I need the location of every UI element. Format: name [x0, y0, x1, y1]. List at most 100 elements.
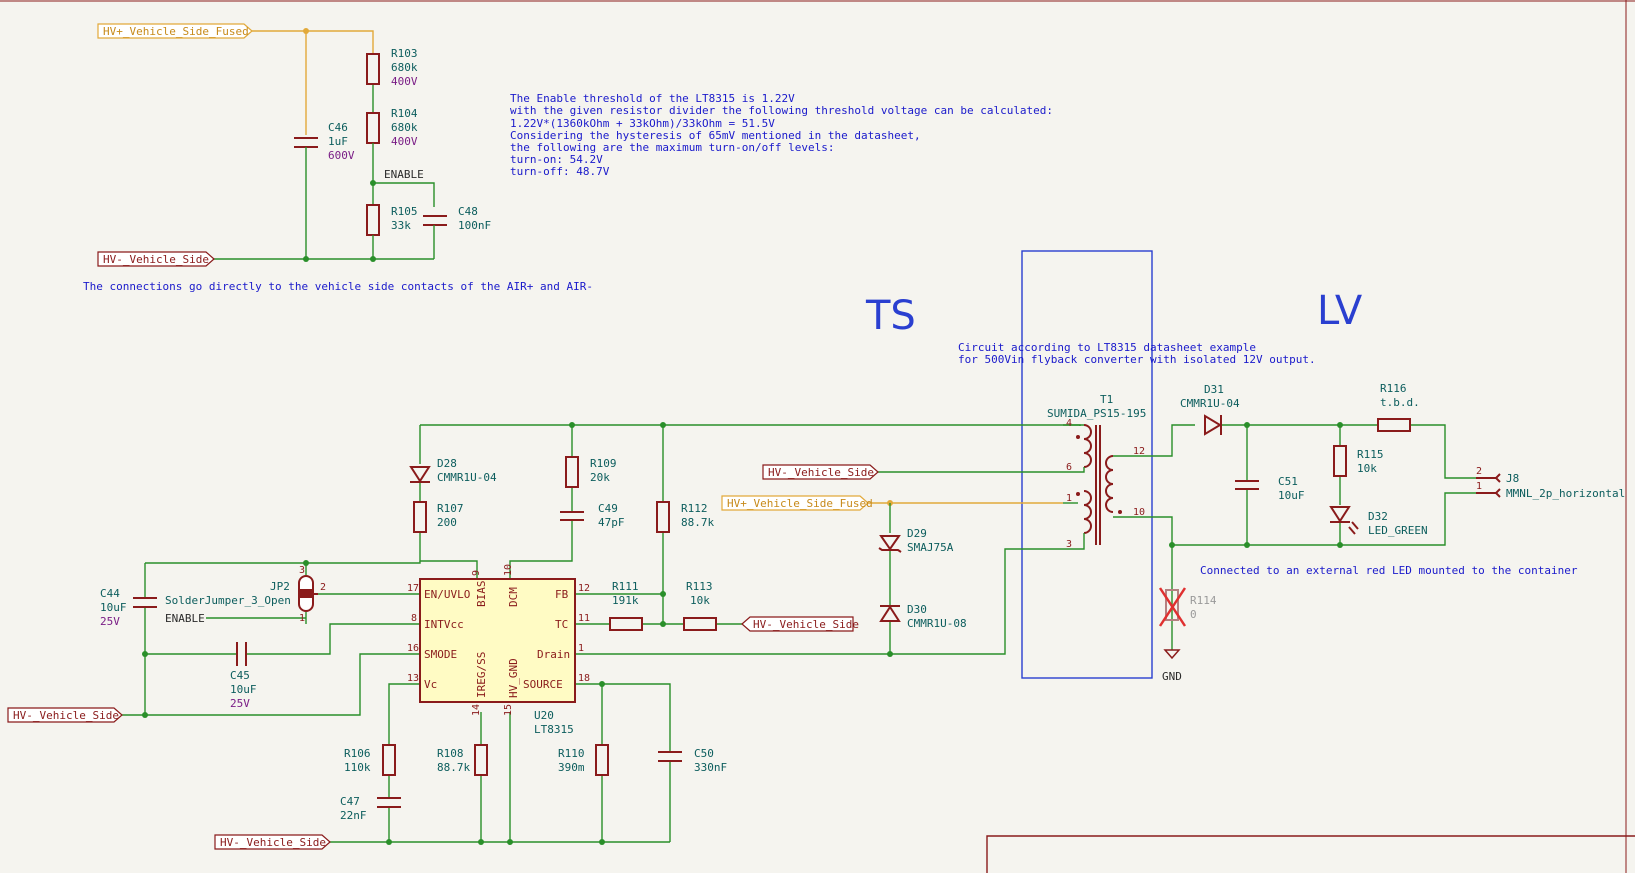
ref-R103: R103: [391, 47, 418, 60]
resistor-R103[interactable]: [366, 53, 380, 85]
svg-text:with the given resistor divide: with the given resistor divider the foll…: [510, 104, 1053, 117]
value-R113: 10k: [690, 594, 710, 607]
svg-text:HV-_Vehicle_Side: HV-_Vehicle_Side: [103, 253, 209, 266]
label-hv-minus-left[interactable]: HV-_Vehicle_Side: [7, 707, 123, 723]
title-block: [986, 835, 1635, 873]
svg-text:DCM: DCM: [507, 587, 520, 607]
capacitor-C45[interactable]: [236, 642, 247, 666]
svg-text:FB: FB: [555, 588, 569, 601]
diode-D29-tvs[interactable]: [878, 535, 902, 553]
resistor-R104[interactable]: [366, 112, 380, 144]
svg-text:EN/UVLO: EN/UVLO: [424, 588, 470, 601]
value-R110: 390m: [558, 761, 585, 774]
ref-C50: C50: [694, 747, 714, 760]
svg-text:1: 1: [578, 643, 584, 654]
value-C46: 1uF: [328, 135, 348, 148]
value-D29: SMAJ75A: [907, 541, 954, 554]
ref-C44: C44: [100, 587, 120, 600]
resistor-R116[interactable]: [1377, 418, 1411, 432]
led-D32[interactable]: [1329, 506, 1359, 535]
ref-R107: R107: [437, 502, 464, 515]
ref-R112: R112: [681, 502, 708, 515]
voltage-C44: 25V: [100, 615, 120, 628]
ic-pin-labels: EN/UVLO INTVcc SMODE Vc FB TC Drain SOUR…: [407, 564, 590, 716]
label-hv-minus-transformer[interactable]: HV-_Vehicle_Side: [762, 464, 879, 480]
svg-text:HV-_Vehicle_Side: HV-_Vehicle_Side: [13, 709, 119, 722]
value-U20: LT8315: [534, 723, 574, 736]
pin-T1-10: 10: [1133, 507, 1145, 518]
svg-text:HV-_Vehicle_Side: HV-_Vehicle_Side: [768, 466, 874, 479]
resistor-R112[interactable]: [656, 501, 670, 533]
ref-JP2: JP2: [270, 580, 290, 593]
ref-C46: C46: [328, 121, 348, 134]
value-R105: 33k: [391, 219, 411, 232]
diode-D30[interactable]: [879, 605, 901, 622]
svg-text:TC: TC: [555, 618, 568, 631]
ref-R116: R116: [1380, 382, 1407, 395]
solder-jumper-JP2[interactable]: [298, 575, 318, 612]
diode-D28[interactable]: [409, 466, 431, 483]
value-R106: 110k: [344, 761, 371, 774]
svg-text:10: 10: [503, 564, 514, 576]
capacitor-C49[interactable]: [560, 511, 584, 521]
diode-D31[interactable]: [1204, 414, 1222, 436]
gnd-symbol: [1163, 649, 1181, 660]
resistor-R111[interactable]: [609, 617, 643, 631]
capacitor-C50[interactable]: [658, 751, 682, 762]
ref-U20: U20: [534, 709, 554, 722]
resistor-R109[interactable]: [565, 456, 579, 488]
label-hv-plus-fused-transformer[interactable]: HV+_Vehicle_Side_Fused: [721, 495, 873, 511]
value-R116: t.b.d.: [1380, 396, 1420, 409]
resistor-R115[interactable]: [1333, 445, 1347, 477]
label-hv-minus-bottom[interactable]: HV-_Vehicle_Side: [214, 834, 331, 850]
ref-R106: R106: [344, 747, 371, 760]
value-D31: CMMR1U-04: [1180, 397, 1240, 410]
ref-J8: J8: [1506, 472, 1519, 485]
capacitor-C47[interactable]: [377, 797, 401, 808]
value-R107: 200: [437, 516, 457, 529]
svg-text:SMODE: SMODE: [424, 648, 457, 661]
label-hv-minus-top[interactable]: HV-_Vehicle_Side: [97, 251, 215, 267]
label-hv-plus-fused-top[interactable]: HV+_Vehicle_Side_Fused: [97, 23, 253, 39]
svg-text:HV+_Vehicle_Side_Fused: HV+_Vehicle_Side_Fused: [103, 25, 249, 38]
resistor-R114-dnp[interactable]: [1158, 587, 1187, 627]
value-JP2: SolderJumper_3_Open: [165, 594, 291, 607]
pin-T1-3: 3: [1066, 539, 1072, 550]
value-R114: 0: [1190, 608, 1197, 621]
svg-text:18: 18: [578, 673, 590, 684]
value-C44: 10uF: [100, 601, 127, 614]
value-R112: 88.7k: [681, 516, 714, 529]
ref-R115: R115: [1357, 448, 1384, 461]
region-ts: TS: [865, 293, 916, 339]
converter-wiring: [122, 422, 1476, 845]
resistor-R107[interactable]: [413, 501, 427, 533]
connector-J8[interactable]: [1476, 473, 1501, 498]
value-C48: 100nF: [458, 219, 491, 232]
capacitor-C51[interactable]: [1235, 480, 1259, 490]
resistor-R113[interactable]: [683, 617, 717, 631]
svg-text:turn-off: 48.7V: turn-off: 48.7V: [510, 165, 610, 178]
resistor-R105[interactable]: [366, 204, 380, 236]
value-C50: 330nF: [694, 761, 727, 774]
label-hv-minus-tc[interactable]: HV-_Vehicle_Side: [741, 616, 859, 632]
ref-D29: D29: [907, 527, 927, 540]
resistor-R106[interactable]: [382, 744, 396, 776]
voltage-R104: 400V: [391, 135, 418, 148]
pin-T1-12: 12: [1133, 446, 1145, 457]
capacitor-C44[interactable]: [133, 597, 157, 608]
value-T1: SUMIDA_PS15-195: [1047, 407, 1146, 420]
resistor-R110[interactable]: [595, 744, 609, 776]
ic-U20-LT8315[interactable]: [419, 578, 576, 703]
ref-R111: R111: [612, 580, 639, 593]
value-D32: LED_GREEN: [1368, 524, 1428, 537]
ref-D30: D30: [907, 603, 927, 616]
value-C51: 10uF: [1278, 489, 1305, 502]
svg-text:15: 15: [503, 704, 514, 716]
value-J8: MMNL_2p_horizontal: [1506, 487, 1625, 500]
ref-T1: T1: [1100, 393, 1113, 406]
resistor-R108[interactable]: [474, 744, 488, 776]
value-R104: 680k: [391, 121, 418, 134]
pin-JP2-2: 2: [320, 582, 326, 593]
transformer-T1[interactable]: [1063, 424, 1122, 550]
